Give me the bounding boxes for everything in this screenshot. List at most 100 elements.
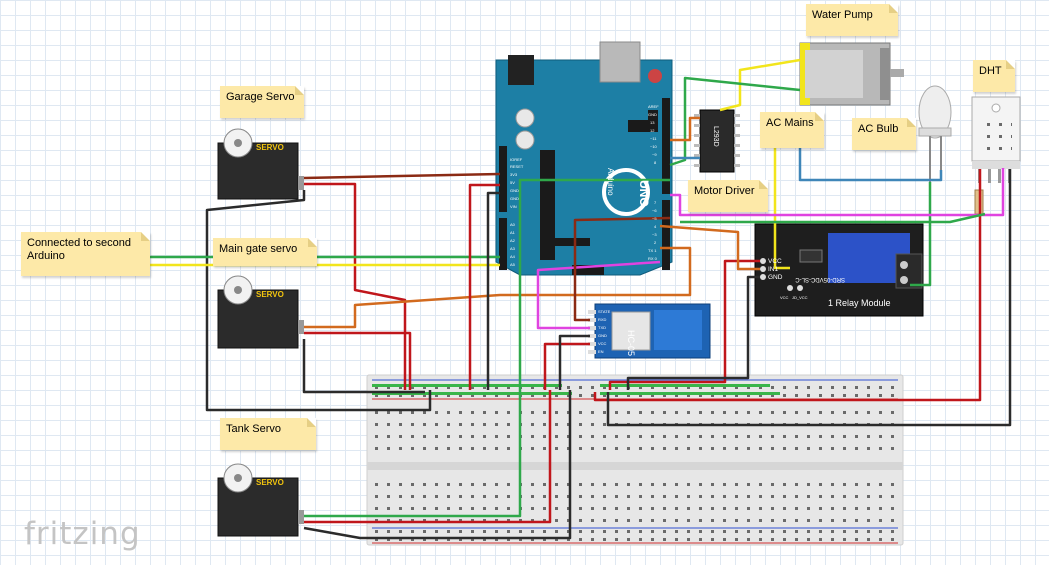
connected-arduino-label: Connected to second Arduino [27, 237, 131, 262]
arduino-power-5v: 5V [510, 180, 515, 185]
arduino-power-gnd1: GND [510, 188, 519, 193]
wire-black-maingate-ground [302, 339, 425, 394]
wire-black-dht-gnd [606, 169, 1012, 427]
wire-red-5v-rail [468, 183, 500, 390]
dht-note: DHT [973, 60, 1015, 92]
arduino-analog-a0: A0 [510, 222, 516, 227]
wire-orange-relay-in [659, 224, 760, 271]
wire-magenta-dht-data [670, 168, 1005, 217]
ac-mains-note: AC Mains [760, 112, 824, 148]
ac-bulb-label: AC Bulb [858, 123, 899, 135]
arduino-power-3v3: 3V3 [510, 172, 518, 177]
wire-yellow-pump [719, 58, 801, 112]
servo-label-garage: SERVO [256, 143, 284, 152]
wire-black-gnd-rail [486, 191, 500, 390]
motor-driver-note: Motor Driver [688, 180, 768, 212]
ac-mains-label: AC Mains [766, 117, 814, 129]
wire-red-bt-vcc [543, 342, 590, 390]
arduino-model: UNO [637, 180, 651, 207]
motor-driver-label: Motor Driver [694, 185, 755, 197]
arduino-power-ioref: IOREF [510, 157, 523, 162]
relay-pin-vcc: VCC [768, 258, 782, 265]
arduino-digital-aref: AREF [648, 104, 659, 109]
arduino-brand: Arduino [606, 168, 615, 196]
hc05-bluetooth-module [588, 303, 711, 359]
arduino-analog-a2: A2 [510, 238, 516, 243]
ac-bulb-note: AC Bulb [852, 118, 916, 150]
wire-brown-garage-signal [303, 172, 501, 180]
arduino-analog-a5: A5 [510, 262, 516, 267]
wire-black-garage-ground [205, 190, 432, 412]
motor-driver-ic [694, 109, 740, 173]
tank-servo [217, 463, 304, 537]
dht-label: DHT [979, 65, 1002, 77]
arduino-digital-rx: RX 0 [648, 256, 658, 261]
arduino-digital-11: ~11 [650, 136, 657, 141]
bt-pin-vcc: VCC [598, 341, 607, 346]
wire-green-dht-pullup [680, 212, 986, 224]
driver-ic-label: L293D [712, 126, 719, 147]
water-pump-motor [799, 42, 904, 106]
arduino-digital-9: ~9 [652, 152, 657, 157]
arduino-digital-7: 7 [654, 200, 657, 205]
garage-servo-label: Garage Servo [226, 91, 295, 103]
connected-arduino-note: Connected to second Arduino [21, 232, 150, 276]
water-pump-label: Water Pump [812, 9, 873, 21]
wire-magenta-bt-rx [536, 260, 661, 330]
wire-yellow-relay-common [773, 140, 790, 270]
wire-black-tank-ground [303, 390, 572, 540]
wires [150, 58, 1012, 540]
wire-red-relay-vcc [608, 259, 760, 390]
arduino-digital-tx: TX 1 [648, 248, 657, 253]
servo-label-tank: SERVO [256, 478, 284, 487]
bt-pin-txd: TXD [598, 325, 606, 330]
wire-green-pump [669, 76, 801, 167]
arduino-digital-6: ~6 [652, 208, 657, 213]
arduino-analog-a3: A3 [510, 246, 516, 251]
relay-pin-in1: IN1 [768, 266, 779, 273]
tank-servo-label: Tank Servo [226, 423, 282, 435]
arduino-uno [495, 41, 673, 276]
main-gate-servo-label: Main gate servo [219, 243, 298, 255]
arduino-digital-12: 12 [650, 128, 655, 133]
wire-red-dht-vcc [593, 169, 982, 402]
relay-title: 1 Relay Module [828, 298, 891, 308]
servo-label-maingate: SERVO [256, 290, 284, 299]
wire-brown-bt-tx [573, 216, 671, 322]
wire-orange-maingate-signal [304, 246, 692, 329]
wire-green-bulb-relay [910, 182, 932, 287]
breadboard [366, 374, 904, 546]
wire-red-garage-power [304, 182, 407, 390]
main-gate-servo-note: Main gate servo [213, 238, 317, 266]
garage-servo-note: Garage Servo [220, 86, 304, 118]
ac-bulb [918, 85, 952, 182]
arduino-digital-gnd: GND [648, 112, 657, 117]
arduino-digital-2: 2 [654, 240, 657, 245]
water-pump-note: Water Pump [806, 4, 898, 36]
arduino-digital-13: 13 [650, 120, 655, 125]
arduino-power-vin: VIN [510, 204, 517, 209]
relay-module [754, 223, 924, 317]
arduino-analog-a1: A1 [510, 230, 516, 235]
arduino-digital-3: ~3 [652, 232, 657, 237]
arduino-power-reset: RESET [510, 164, 524, 169]
bt-pin-rxd: RXD [598, 317, 607, 322]
main-gate-servo [217, 275, 304, 349]
wire-blue-ac-mains [798, 140, 943, 182]
relay-small-pin-vcc: VCC [780, 295, 789, 300]
wire-red-tank-power [304, 390, 552, 524]
bt-name: HC-05 [626, 330, 636, 356]
arduino-digital-5: ~5 [652, 216, 657, 221]
arduino-digital-10: ~10 [650, 144, 658, 149]
fritzing-logo: fritzing [24, 516, 141, 552]
relay-part-number: SRD-05VDC-SL-C [795, 276, 845, 282]
bt-pin-state: STATE [598, 309, 611, 314]
arduino-digital-4: 4 [654, 224, 657, 229]
bt-pin-gnd: GND [598, 333, 607, 338]
wire-black-relay-gnd [626, 275, 760, 390]
garage-servo [217, 128, 304, 200]
arduino-power-gnd2: GND [510, 196, 519, 201]
bt-pin-en: EN [598, 349, 604, 354]
wire-red-maingate-power [304, 331, 412, 390]
